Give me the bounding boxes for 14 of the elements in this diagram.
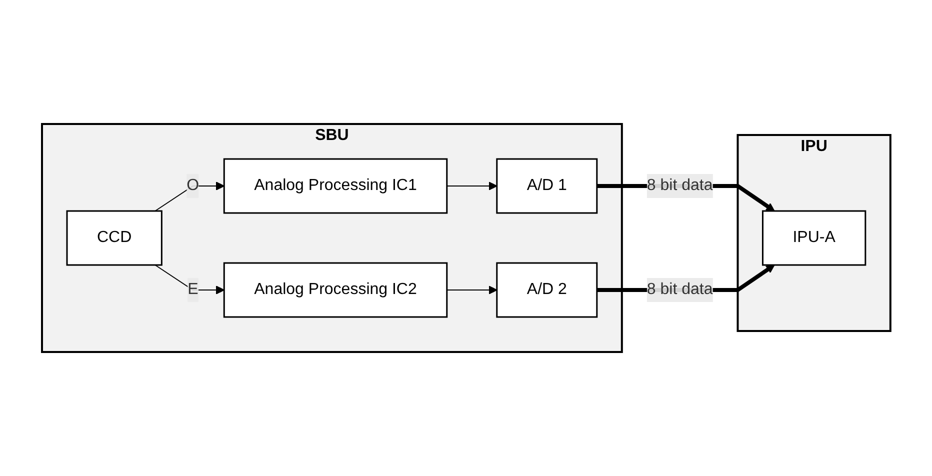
edge-label: O xyxy=(186,177,199,194)
node-box: IPU-A xyxy=(762,210,866,266)
arrow xyxy=(154,264,224,294)
node-box: Analog Processing IC1 xyxy=(223,158,448,214)
arrow xyxy=(446,286,498,294)
node-box: A/D 1 xyxy=(496,158,598,214)
edge-label: 8 bit data xyxy=(646,177,713,194)
arrow xyxy=(154,182,224,212)
arrow xyxy=(446,182,498,190)
node-box: CCD xyxy=(66,210,162,266)
edge-label: E xyxy=(187,281,198,298)
edge-label: 8 bit data xyxy=(646,281,713,298)
node-box: Analog Processing IC2 xyxy=(223,262,448,318)
node-box: A/D 2 xyxy=(496,262,598,318)
